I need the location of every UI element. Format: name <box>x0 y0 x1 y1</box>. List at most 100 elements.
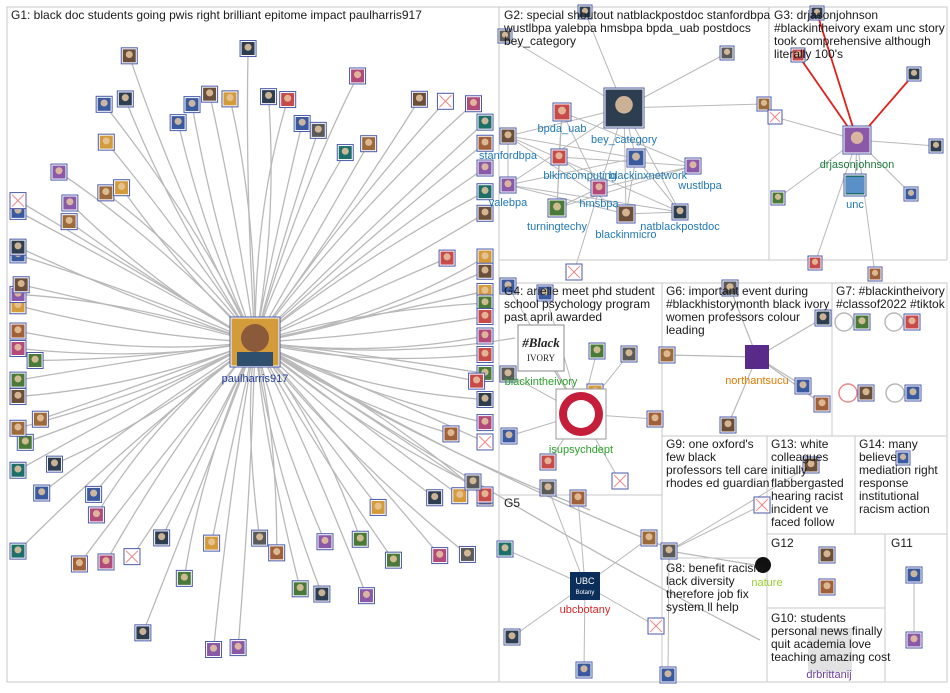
label-wustlbpa: wustlbpa <box>677 180 722 192</box>
avatar-face <box>651 414 659 422</box>
avatar-face <box>314 125 322 133</box>
edge <box>254 341 761 641</box>
avatar-face <box>210 644 218 652</box>
avatar-face <box>663 350 671 358</box>
edge <box>17 341 256 355</box>
avatar-face <box>505 431 513 439</box>
edge <box>254 167 486 343</box>
edge <box>103 103 256 343</box>
avatar-face <box>481 331 489 339</box>
avatar-face <box>899 453 907 460</box>
avatar-face <box>813 8 821 15</box>
avatar-face <box>14 375 22 383</box>
avatar-face <box>443 253 451 261</box>
label-bey_category: bey_category <box>591 134 658 146</box>
avatar-face <box>31 355 39 363</box>
label-blackintheivory: blackintheivory <box>505 376 578 388</box>
cross-mark <box>649 619 663 633</box>
group-label-g10: G10: students personal news finally quit… <box>771 611 891 664</box>
avatar-face <box>908 317 916 325</box>
edge <box>17 341 256 398</box>
edge <box>183 341 256 579</box>
ubcbotany-logo <box>570 572 600 600</box>
edge <box>254 100 446 343</box>
avatar-face <box>296 584 304 592</box>
avatar-face <box>102 188 110 196</box>
edge <box>254 123 303 343</box>
avatar-face <box>676 207 684 215</box>
avatar-face <box>102 557 110 565</box>
cross-mark <box>478 435 492 449</box>
avatar-face <box>504 369 512 377</box>
edge <box>142 341 256 634</box>
avatar-face <box>541 288 549 296</box>
avatar-face <box>158 533 166 541</box>
avatar-face <box>481 266 489 274</box>
labels-layer: paulharris917bey_categorybpda_uabstanfor… <box>222 123 895 681</box>
label-drjasonjohnson: drjasonjohnson <box>820 159 895 171</box>
edge <box>105 341 256 563</box>
avatar-face <box>574 493 582 501</box>
cross-mark <box>567 265 581 279</box>
ubc-logo-subtext: Botany <box>576 590 595 596</box>
avatar-face <box>508 632 516 640</box>
avatar-face <box>118 182 126 190</box>
edge <box>254 341 394 561</box>
label-northantsucu: northantsucu <box>725 375 789 387</box>
avatar-face <box>858 317 866 325</box>
edge <box>254 290 486 343</box>
avatar-face <box>819 313 827 321</box>
avatar-face <box>823 550 831 558</box>
avatar-face <box>14 465 22 473</box>
avatar-face <box>436 550 444 558</box>
edge <box>254 341 323 595</box>
avatar-face <box>234 642 242 650</box>
avatar-face <box>188 99 196 107</box>
self-loop <box>885 383 905 403</box>
avatar-face <box>256 533 264 541</box>
avatar-face <box>481 490 489 498</box>
avatar-face <box>580 665 588 673</box>
avatar-face <box>910 69 918 76</box>
avatar-face <box>318 589 326 597</box>
avatar-face <box>100 99 108 107</box>
edge <box>598 165 694 189</box>
edge <box>814 139 858 264</box>
edge <box>69 202 256 343</box>
group-label-g12: G12 <box>771 536 794 550</box>
edge <box>666 354 758 358</box>
avatar-face <box>50 459 58 467</box>
nature-icon <box>755 557 771 573</box>
avatar-face <box>362 590 370 598</box>
group-label-g9: G9: one oxford's few black professors te… <box>666 437 771 490</box>
edge <box>507 135 637 159</box>
edge <box>78 341 256 565</box>
edge <box>547 487 586 586</box>
label-isupsychdept: isupsychdept <box>549 444 613 456</box>
avatar-face <box>125 51 133 59</box>
avatar-face <box>665 546 673 554</box>
avatar-face <box>139 628 147 636</box>
edge <box>254 212 486 343</box>
edge <box>254 341 477 382</box>
bitv-logo-text: #Black <box>521 335 560 350</box>
edge <box>17 341 256 552</box>
cross-mark <box>11 194 25 207</box>
label-nature: nature <box>751 577 782 589</box>
unc-pillars <box>846 177 864 193</box>
edge <box>668 550 768 568</box>
avatar-face <box>415 94 423 102</box>
edge <box>856 139 876 275</box>
edge <box>17 254 256 343</box>
group-box <box>766 607 886 683</box>
edge <box>131 341 256 558</box>
edge <box>254 191 486 343</box>
edge <box>17 293 256 343</box>
label-blackinmicro: blackinmicro <box>595 229 656 241</box>
avatar-face <box>66 198 74 206</box>
edge <box>212 341 256 650</box>
edge <box>17 305 256 343</box>
avatar-face <box>910 570 918 578</box>
edge <box>254 96 272 343</box>
edge <box>254 341 461 497</box>
